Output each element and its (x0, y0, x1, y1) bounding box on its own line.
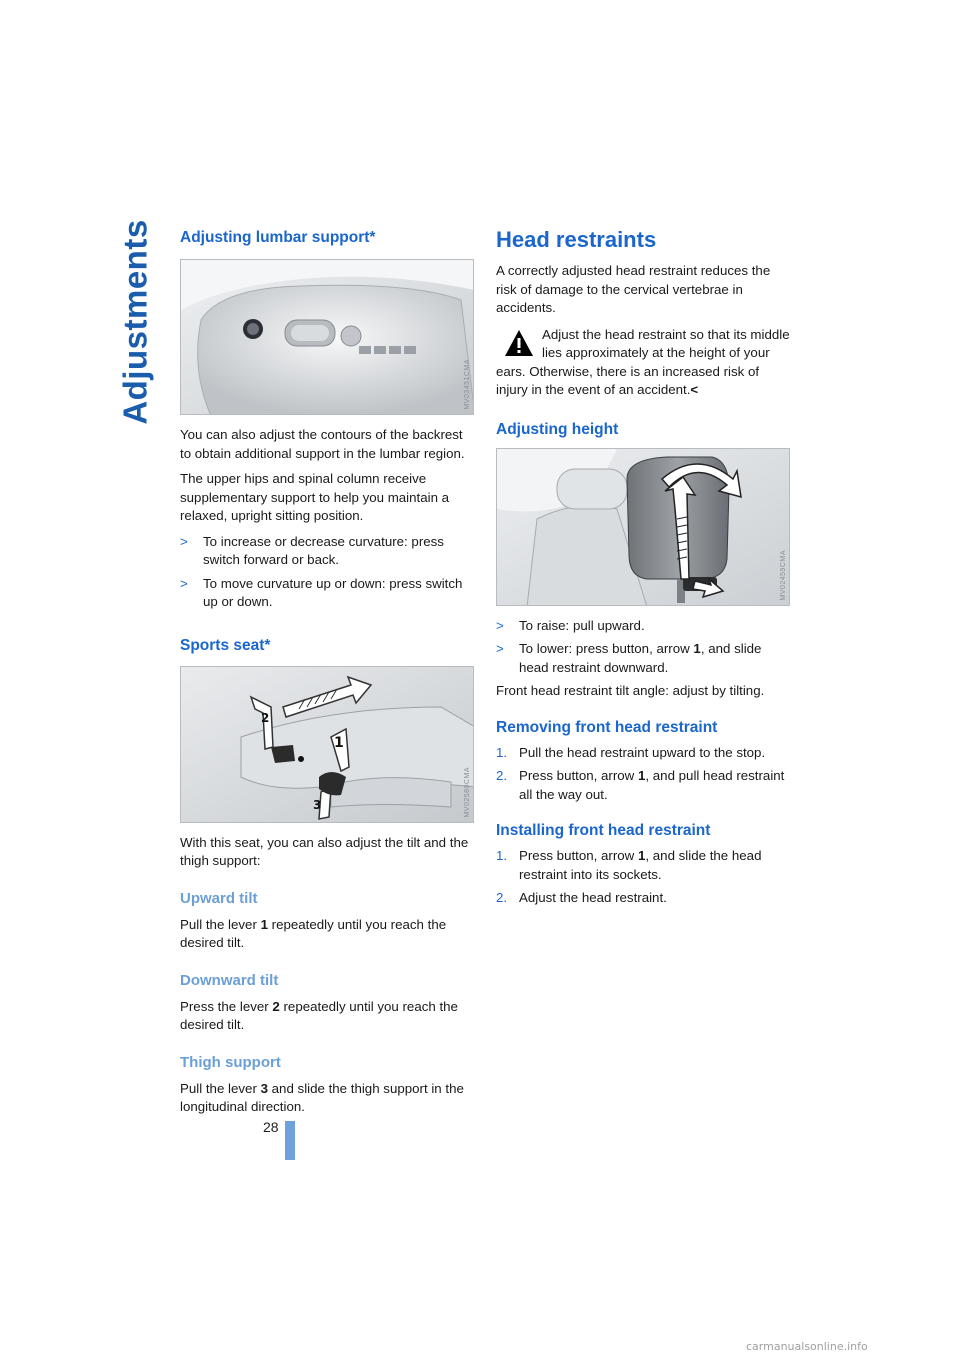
head-restraint-figure: MV02459CMA (496, 447, 790, 606)
list-item: > To lower: press button, arrow 1, and sl… (496, 640, 792, 677)
figure-code: MV02459CMA (780, 549, 787, 601)
text-span: Pull the lever (180, 1080, 261, 1096)
upward-tilt-text: Pull the lever 1 repeatedly until you re… (180, 916, 474, 953)
step-text: Pull the head restraint upward to the st… (519, 744, 766, 760)
step-number: 1. (496, 848, 508, 863)
head-restraints-heading: Head restraints (496, 227, 657, 252)
step-text: Press button, arrow (519, 848, 638, 863)
footer-watermark: carmanualsonline.info (746, 1340, 868, 1353)
svg-text:1: 1 (334, 735, 344, 751)
head-restraint-illustration (497, 448, 789, 605)
text-span: Press the lever (180, 998, 273, 1014)
right-column: Head restraints A correctly adjusted hea… (496, 226, 792, 908)
list-item: 2. Adjust the head restraint. (496, 889, 792, 908)
arrow-number: 1 (637, 848, 646, 863)
svg-text:3: 3 (313, 798, 321, 812)
page-number-bar (285, 1121, 295, 1160)
bullet-mark: > (496, 617, 504, 633)
bullet-text: , and slide head restraint downward. (519, 641, 762, 675)
text-span: and slide the thigh support in the longi… (180, 1080, 464, 1115)
figure-code: MV02580CMA (464, 766, 471, 818)
bullet-text: To lower: press button, arrow (519, 641, 694, 656)
tilt-paragraph: Front head restraint tilt angle: adjust … (496, 683, 765, 698)
bullet-text: To raise: pull upward. (519, 617, 645, 633)
warning-text: Adjust the head restraint so that its mi… (496, 326, 792, 400)
lever-number: 1 (260, 916, 268, 932)
adjusting-height-heading: Adjusting height (496, 420, 619, 438)
thigh-support-text: Pull the lever 3 and slide the thigh sup… (180, 1080, 474, 1117)
head-restraints-paragraph: A correctly adjusted head restraint redu… (496, 263, 771, 315)
step-text: Adjust the head restraint. (519, 890, 667, 905)
lumbar-bullets: > To increase or decrease curvature: pres… (180, 533, 474, 612)
step-number: 1. (496, 744, 508, 760)
seat-switch-illustration (181, 260, 473, 414)
lumbar-paragraph-1: You can also adjust the contours of the … (180, 427, 465, 461)
side-title: Adjustments (116, 219, 156, 424)
upward-tilt-heading: Upward tilt (180, 889, 258, 907)
side-title-text: Adjustments (117, 219, 155, 425)
sports-seat-illustration: 1 2 3 (181, 666, 473, 822)
downward-tilt-heading: Downward tilt (180, 971, 279, 989)
list-item: 1. Press button, arrow 1, and slide the h… (496, 847, 792, 884)
bullet-mark: > (180, 533, 188, 549)
sports-seat-paragraph: With this seat, you can also adjust the … (180, 834, 469, 869)
list-item: > To move curvature up or down: press swi… (180, 575, 474, 612)
end-mark: < (690, 382, 699, 397)
removing-steps: 1. Pull the head restraint upward to the … (496, 744, 792, 805)
list-item: > To increase or decrease curvature: pres… (180, 533, 474, 570)
bullet-text: To increase or decrease curvature: press… (203, 533, 444, 568)
lumbar-heading: Adjusting lumbar support* (180, 229, 376, 246)
removing-heading: Removing front head restraint (496, 718, 718, 736)
lever-number: 3 (260, 1080, 268, 1096)
lever-number: 2 (272, 998, 280, 1014)
text-span: Pull the lever (180, 916, 261, 932)
downward-tilt-text: Press the lever 2 repeatedly until you r… (180, 998, 474, 1035)
list-item: > To raise: pull upward. (496, 617, 792, 636)
page-number: 28 (263, 1119, 279, 1135)
list-item: 1. Pull the head restraint upward to the … (496, 744, 792, 763)
step-text: , and slide the head restraint into its … (519, 848, 762, 882)
step-number: 2. (496, 890, 508, 905)
thigh-support-heading: Thigh support (180, 1053, 281, 1071)
step-text: , and pull head restraint all the way ou… (519, 768, 785, 802)
sports-seat-heading: Sports seat* (180, 636, 271, 654)
left-column: Adjusting lumbar support* (180, 226, 474, 1117)
lumbar-switch-figure: MV03451CMA (180, 259, 474, 415)
bullet-mark: > (180, 575, 188, 591)
bullet-mark: > (496, 641, 504, 656)
list-item: 2. Press button, arrow 1, and pull head r… (496, 767, 792, 804)
svg-text:2: 2 (261, 711, 269, 725)
arrow-number: 1 (693, 641, 701, 656)
step-text: Press button, arrow (519, 768, 638, 783)
sports-seat-figure: 1 2 3 MV02580CMA (180, 665, 474, 823)
text-span: repeatedly until you reach the desired t… (180, 998, 458, 1033)
height-bullets: > To raise: pull upward. > To lower: press… (496, 617, 792, 678)
figure-code: MV03451CMA (464, 359, 471, 410)
warning-block: Adjust the head restraint so that its mi… (496, 326, 792, 400)
lumbar-paragraph-2: The upper hips and spinal column receive… (180, 471, 450, 523)
bullet-text: To move curvature up or down: press swit… (203, 575, 463, 610)
installing-steps: 1. Press button, arrow 1, and slide the h… (496, 847, 792, 908)
installing-heading: Installing front head restraint (496, 822, 711, 839)
arrow-number: 1 (637, 768, 646, 783)
text-span: Adjust the head restraint so that its mi… (496, 326, 790, 398)
warning-icon (505, 329, 533, 356)
step-number: 2. (496, 768, 508, 783)
text-span: repeatedly until you reach the desired t… (180, 916, 447, 951)
